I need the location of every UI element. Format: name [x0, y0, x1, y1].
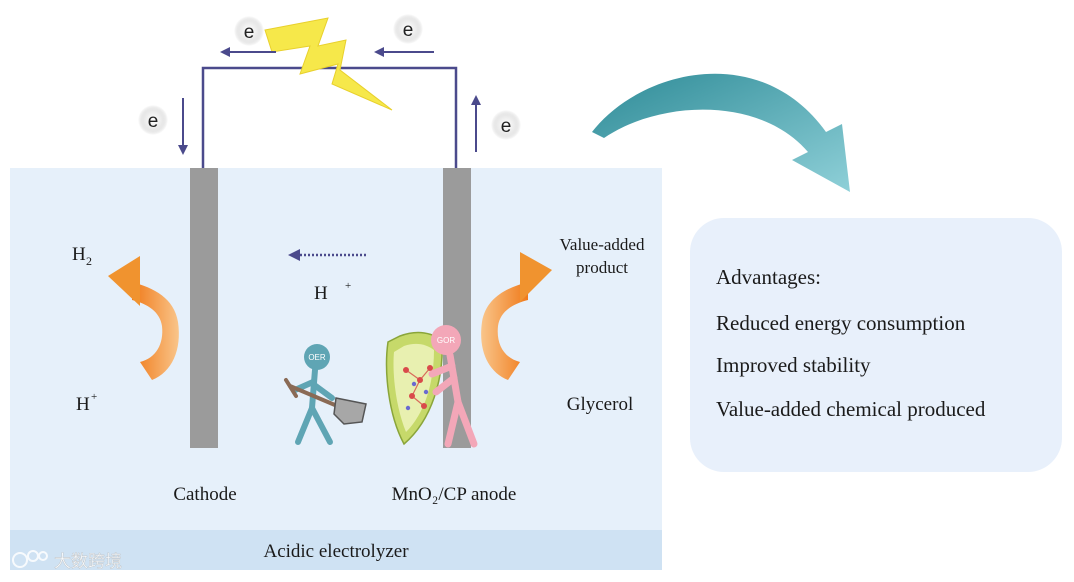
advantages-arrow [592, 73, 850, 192]
circuit-wire [201, 66, 458, 168]
anode-curved-arrow [481, 282, 528, 380]
cathode-label: Cathode [173, 484, 236, 505]
proton-migration-arrow [288, 249, 366, 261]
electron-arrow-up [471, 95, 481, 152]
electrolyzer-bar [10, 530, 662, 570]
svg-text:H: H [314, 283, 328, 304]
electron-badge: e [138, 105, 168, 135]
svg-text:+: + [91, 391, 97, 403]
electron-badge: e [491, 110, 521, 140]
svg-text:e: e [403, 20, 414, 41]
electron-arrow-top-left [220, 47, 276, 57]
anode-arrow-head [520, 252, 552, 302]
svg-text:e: e [244, 22, 255, 43]
svg-text:2: 2 [86, 254, 92, 268]
svg-text:e: e [501, 116, 512, 137]
svg-text:+: + [345, 280, 351, 292]
electron-arrow-down [178, 98, 188, 155]
electron-badge: e [234, 16, 264, 46]
h-plus-label-cathode: H + [76, 391, 97, 415]
advantages-title: Advantages: [716, 265, 821, 289]
oer-figure: OER [292, 344, 335, 445]
electron-arrow-top-right [374, 47, 434, 57]
anode-label: MnO₂/CP anode [392, 484, 517, 505]
value-added-label-line1: Value-added [560, 235, 645, 254]
advantage-item: Reduced energy consumption [716, 311, 966, 335]
advantages-panel [690, 218, 1062, 472]
cathode-arrow-head [108, 256, 140, 306]
electron-badge: e [393, 14, 423, 44]
svg-text:大数跨境: 大数跨境 [54, 552, 122, 571]
cathode-electrode [190, 168, 218, 448]
electrolyte-cell [10, 168, 662, 530]
lightning-bolt-icon [264, 17, 393, 111]
electrolyzer-label: Acidic electrolyzer [263, 541, 409, 562]
advantage-item: Value-added chemical produced [716, 397, 986, 421]
svg-text:H: H [72, 244, 86, 265]
shovel-icon [284, 378, 367, 425]
value-added-label-line2: product [576, 258, 628, 277]
advantage-item: Improved stability [716, 353, 871, 377]
svg-text:OER: OER [308, 353, 326, 362]
svg-text:e: e [148, 111, 159, 132]
svg-text:H: H [76, 394, 90, 415]
h-plus-label-middle: H + [314, 280, 351, 304]
gor-figure: GOR [428, 325, 478, 448]
watermark-logo: 大数跨境 [12, 550, 122, 571]
glycerol-label: Glycerol [567, 394, 633, 415]
h2-label: H 2 [72, 244, 92, 268]
cathode-curved-arrow [132, 282, 179, 380]
svg-text:GOR: GOR [437, 336, 455, 345]
shield-icon [385, 331, 443, 446]
